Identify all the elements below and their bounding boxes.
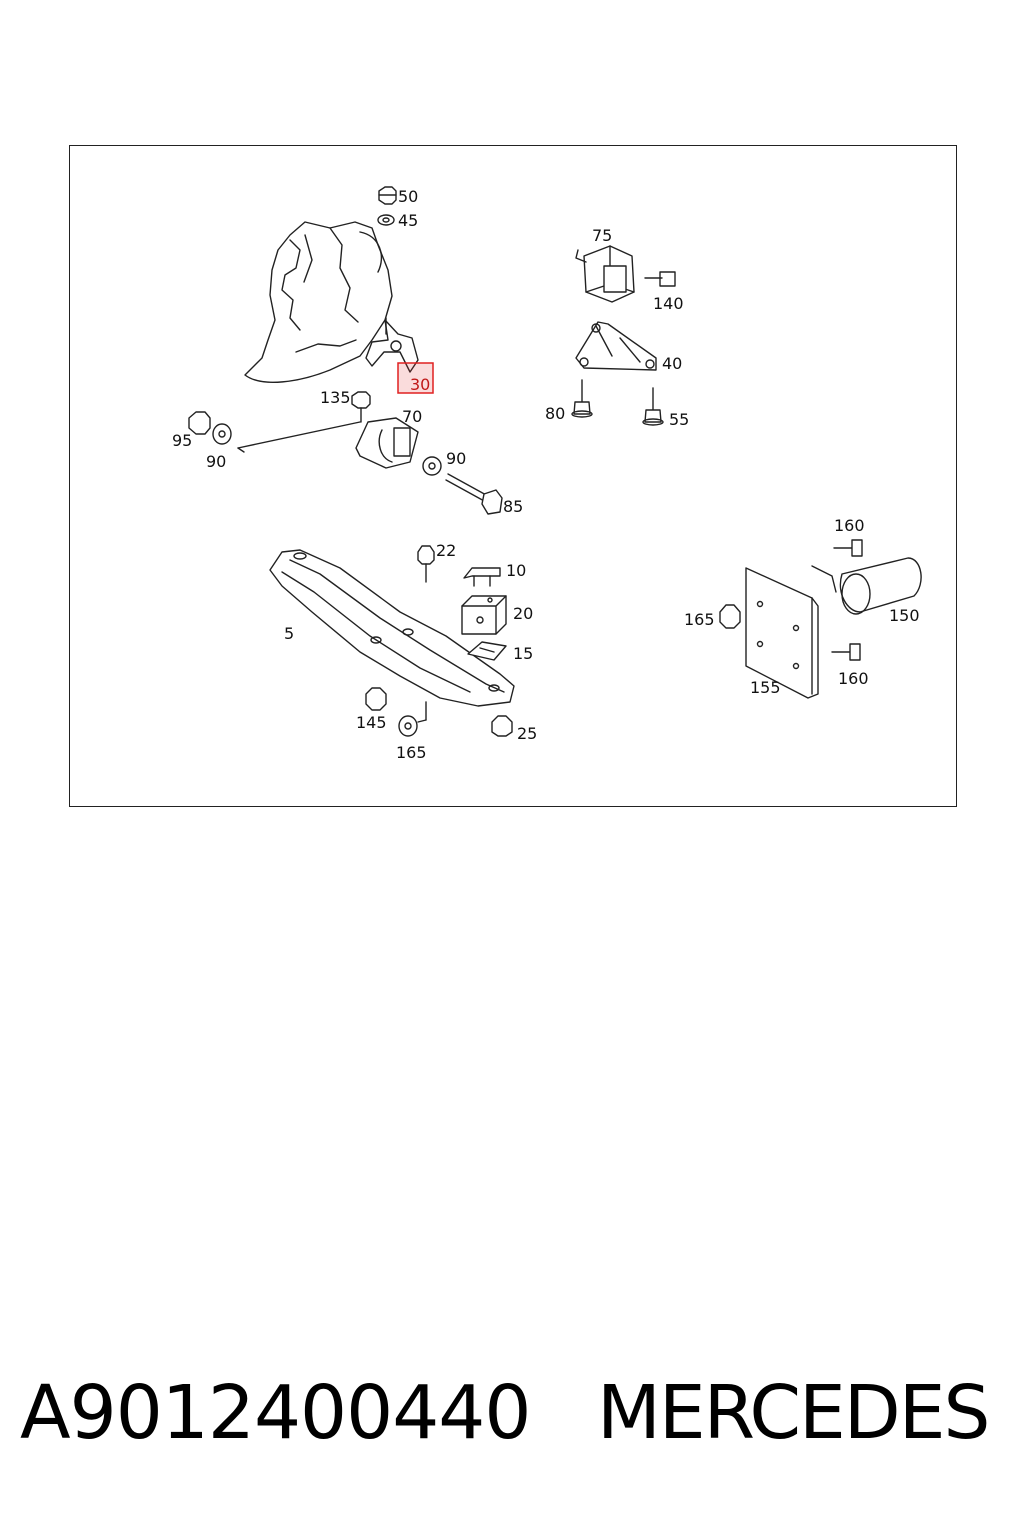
callout-10: 10 (506, 561, 526, 580)
callout-165-bottom: 165 (396, 743, 427, 762)
part-number: A9012400440 (20, 1370, 531, 1456)
callout-labels: 50 45 75 140 40 30 135 70 95 90 90 80 55… (172, 187, 920, 762)
callout-30: 30 (410, 375, 430, 394)
transmission-mount-part (575, 245, 676, 303)
callout-75: 75 (592, 226, 612, 245)
callout-95: 95 (172, 431, 192, 450)
highlighted-callout-box (397, 362, 434, 394)
callout-135: 135 (320, 388, 351, 407)
bolt-parts (571, 379, 664, 426)
nut-parts (365, 687, 513, 737)
callout-155: 155 (750, 678, 781, 697)
callout-45: 45 (398, 211, 418, 230)
callout-50: 50 (398, 187, 418, 206)
parts-diagram-frame (69, 145, 957, 807)
callout-165-right: 165 (684, 610, 715, 629)
callout-25: 25 (517, 724, 537, 743)
callout-15: 15 (513, 644, 533, 663)
callout-150: 150 (889, 606, 920, 625)
callout-55: 55 (669, 410, 689, 429)
mounting-plate-part (719, 539, 922, 699)
callout-5: 5 (284, 624, 294, 643)
callout-70: 70 (402, 407, 422, 426)
engine-bracket-part (365, 317, 419, 373)
engine-block-drawing (244, 221, 393, 384)
nut-washer-parts (377, 186, 397, 226)
callout-20: 20 (513, 604, 533, 623)
callout-160-bottom: 160 (838, 669, 869, 688)
callout-40: 40 (662, 354, 682, 373)
callout-145: 145 (356, 713, 387, 732)
callout-140: 140 (653, 294, 684, 313)
callout-85: 85 (503, 497, 523, 516)
brand-name: MERCEDES (597, 1370, 990, 1456)
footer: A9012400440 MERCEDES (0, 1370, 1024, 1470)
parts-diagram: 50 45 75 140 40 30 135 70 95 90 90 80 55… (172, 186, 922, 762)
callout-80: 80 (545, 404, 565, 423)
callout-90-right: 90 (446, 449, 466, 468)
callout-160-top: 160 (834, 516, 865, 535)
callout-90-left: 90 (206, 452, 226, 471)
callout-22: 22 (436, 541, 456, 560)
crossmember-part (269, 549, 515, 707)
engine-mount-part (188, 391, 503, 515)
crossmember-bracket-part (575, 321, 657, 371)
buffer-parts (417, 545, 507, 661)
